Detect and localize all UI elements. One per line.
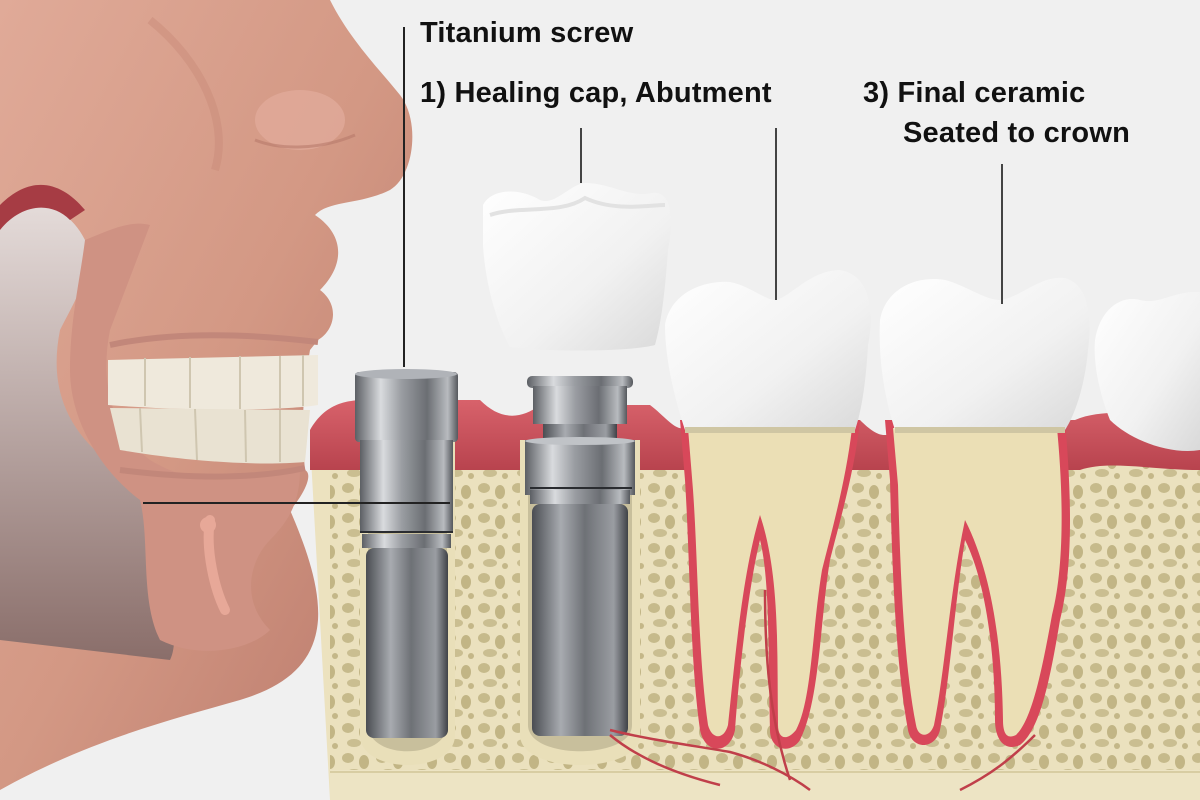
leader-line-titanium-screw — [403, 27, 405, 367]
label-titanium-screw: Titanium screw — [420, 17, 634, 49]
jaw-cross-section — [310, 270, 1200, 800]
screw-threads-1 — [366, 548, 448, 738]
edge-tooth — [1094, 291, 1200, 451]
natural-tooth-crown-1 — [665, 270, 871, 433]
face-profile — [0, 0, 413, 790]
abutment-implant — [525, 376, 635, 736]
label-final-ceramic: 3) Final ceramic — [863, 77, 1086, 109]
natural-tooth-roots — [609, 420, 1070, 792]
leader-line-final-ceramic — [1001, 164, 1003, 304]
leader-line-healing-cap — [580, 128, 582, 183]
natural-tooth-crown-2 — [879, 277, 1090, 433]
leader-line-abutment — [775, 128, 777, 300]
leader-line-horizontal — [143, 502, 450, 504]
lower-teeth — [110, 407, 310, 464]
floating-ceramic-crown — [483, 183, 672, 351]
label-healing-cap-abutment: 1) Healing cap, Abutment — [420, 77, 772, 109]
titanium-screw-implant — [355, 369, 458, 738]
label-seated-to-crown: Seated to crown — [903, 117, 1130, 149]
upper-teeth — [108, 355, 318, 410]
